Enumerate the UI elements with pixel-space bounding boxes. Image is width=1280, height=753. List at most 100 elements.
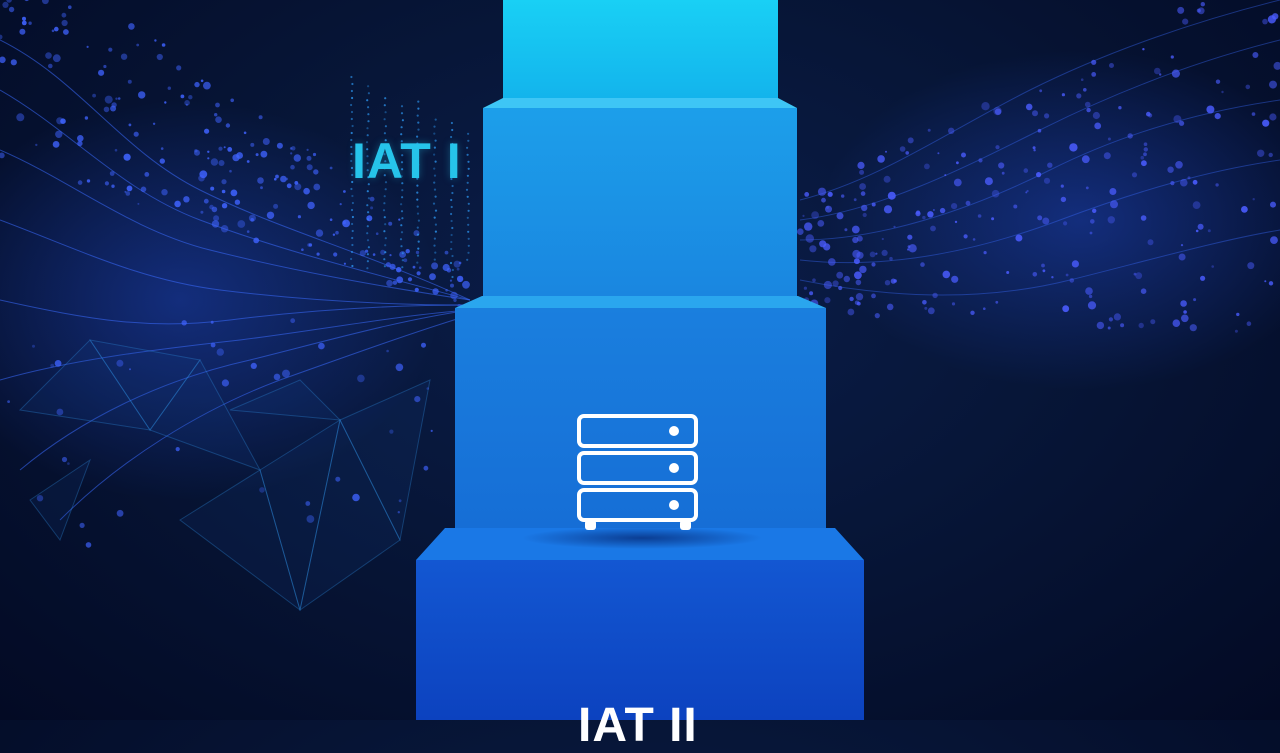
network-node — [1216, 80, 1220, 84]
network-node — [450, 292, 458, 300]
network-node — [340, 203, 342, 205]
network-node — [920, 262, 925, 267]
network-node — [1269, 153, 1273, 157]
network-node — [450, 241, 452, 243]
network-node — [385, 111, 387, 113]
network-node — [370, 197, 375, 202]
network-node — [841, 194, 844, 197]
network-node — [62, 457, 67, 462]
network-node — [224, 146, 226, 148]
network-node — [401, 266, 403, 268]
network-node — [1063, 221, 1067, 225]
network-node — [400, 245, 402, 247]
network-node — [401, 231, 403, 233]
network-node — [1038, 129, 1042, 133]
network-node — [373, 253, 376, 256]
network-node — [222, 190, 226, 194]
network-node — [1025, 191, 1027, 193]
network-node — [854, 271, 862, 279]
network-node — [55, 360, 62, 367]
network-node — [48, 64, 53, 69]
network-node — [1069, 143, 1077, 151]
network-node — [933, 209, 935, 211]
network-node — [342, 220, 350, 228]
network-node — [1042, 218, 1049, 225]
network-node — [983, 307, 986, 310]
network-node — [1268, 15, 1276, 23]
network-node — [352, 494, 360, 502]
network-node — [1002, 172, 1005, 175]
network-node — [951, 203, 957, 209]
network-node — [87, 46, 89, 48]
network-node — [215, 116, 222, 123]
network-node — [313, 153, 316, 156]
network-node — [115, 98, 117, 100]
network-node — [468, 203, 470, 205]
network-node — [384, 265, 386, 267]
network-node — [1041, 264, 1045, 268]
network-node — [900, 146, 906, 152]
network-node — [204, 199, 209, 204]
network-node — [882, 238, 884, 240]
network-node — [1170, 181, 1174, 185]
network-node — [401, 210, 403, 212]
network-node — [231, 190, 238, 197]
network-node — [1179, 121, 1184, 126]
network-node — [24, 0, 29, 1]
network-node — [1091, 72, 1096, 77]
network-node — [417, 129, 419, 131]
network-node — [116, 360, 123, 367]
network-node — [1236, 313, 1239, 316]
network-node — [161, 147, 164, 150]
network-node — [908, 245, 911, 248]
network-node — [0, 57, 6, 64]
network-node — [153, 123, 155, 125]
network-node — [1032, 110, 1038, 116]
network-node — [360, 250, 366, 256]
network-node — [318, 343, 325, 350]
network-node — [435, 119, 437, 121]
network-node — [457, 268, 460, 271]
network-node — [861, 191, 866, 196]
network-node — [848, 309, 855, 316]
network-node — [1013, 205, 1017, 209]
network-node — [351, 195, 353, 197]
network-node — [467, 154, 469, 156]
network-node — [287, 183, 292, 188]
network-node — [1086, 108, 1090, 112]
network-node — [383, 209, 385, 211]
network-node — [313, 169, 318, 174]
network-node — [221, 179, 226, 184]
tier-label-iat-2: IAT II — [578, 698, 698, 753]
network-node — [367, 253, 369, 255]
network-node — [809, 245, 816, 252]
network-node — [307, 149, 309, 151]
network-node — [257, 177, 264, 184]
network-node — [1047, 163, 1052, 168]
network-node — [260, 186, 263, 189]
network-node — [806, 234, 814, 242]
network-node — [1039, 89, 1042, 92]
network-node — [194, 82, 199, 87]
network-node — [45, 52, 52, 59]
network-node — [1086, 187, 1089, 190]
network-node — [121, 54, 127, 60]
network-node — [301, 248, 304, 251]
network-node — [408, 277, 412, 281]
network-node — [350, 76, 352, 78]
network-node — [134, 132, 139, 137]
network-node — [871, 262, 875, 266]
network-node — [429, 273, 436, 280]
network-node — [111, 185, 114, 188]
network-node — [417, 213, 419, 215]
network-node — [433, 245, 435, 247]
network-node — [110, 106, 116, 112]
network-node — [427, 387, 430, 390]
network-node — [400, 203, 402, 205]
network-node — [1211, 265, 1214, 268]
network-node — [1109, 188, 1116, 195]
network-node — [1061, 185, 1064, 188]
network-node — [396, 364, 404, 372]
network-node — [1033, 149, 1035, 151]
network-node — [891, 279, 896, 284]
